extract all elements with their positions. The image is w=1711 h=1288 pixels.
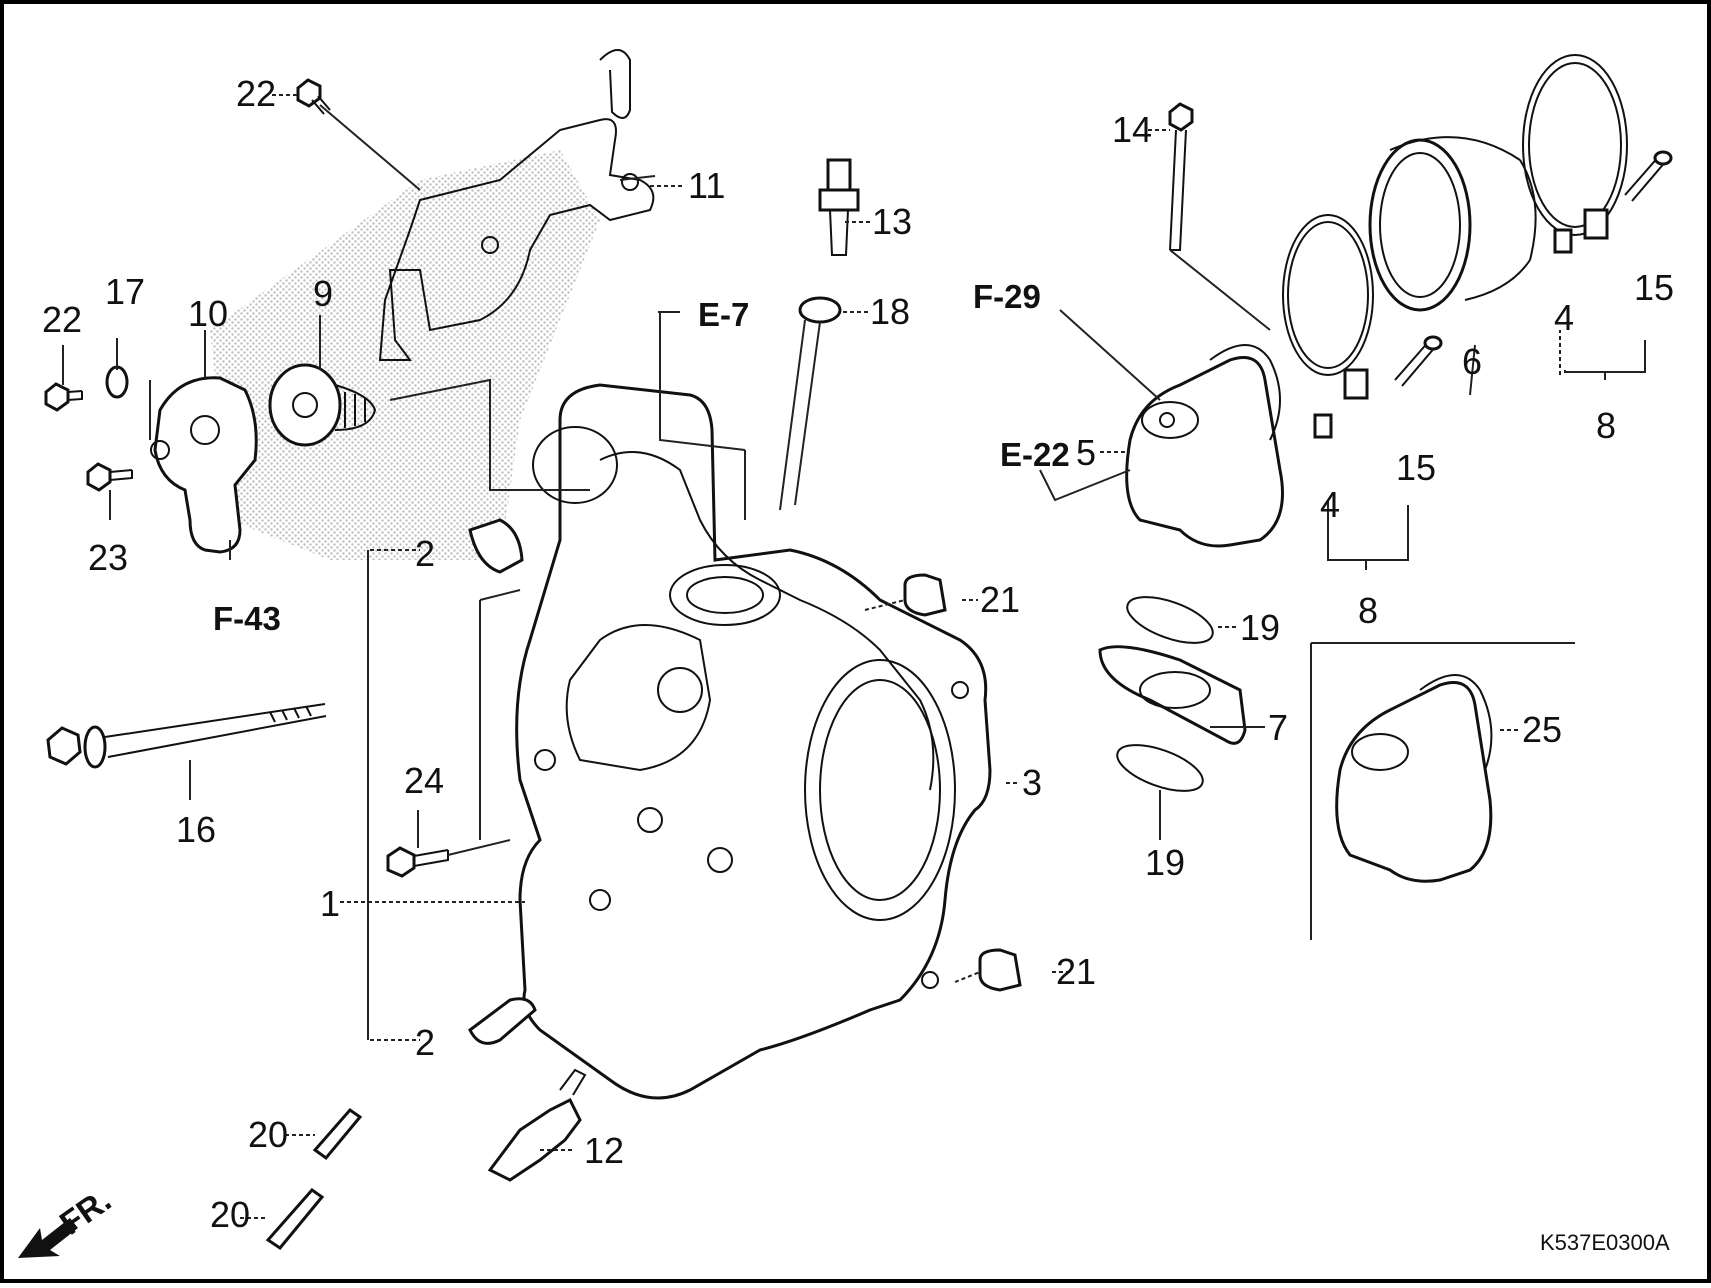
reference-numbers: 22 11 13 18 22 17 10 9 23 2 16 24 1 2 20… [42,73,1674,1235]
ref-2-lower: 2 [415,1022,435,1063]
ref-17: 17 [105,271,145,312]
callout-f43: F-43 [213,600,281,637]
stud-20-upper [312,1107,363,1161]
ref-15-right: 15 [1634,267,1674,308]
ref-25: 25 [1522,709,1562,750]
cylinder-head [515,383,992,1100]
clamp-screw-15-left [1394,335,1443,387]
thermostat-cover [150,376,258,554]
ref-23: 23 [88,537,128,578]
bolt-22-lower [44,382,83,412]
bolt-14 [1168,102,1194,251]
band-clamp-left [1282,214,1374,400]
ref-4-left: 4 [1320,484,1340,525]
inset-box [1310,642,1575,940]
callout-e22: E-22 [1000,436,1070,473]
collar-21-lower [978,948,1022,992]
ref-19-upper: 19 [1240,607,1280,648]
ref-4-right: 4 [1554,297,1574,338]
leader-lines [62,94,1646,1219]
o-ring-19-lower [1116,744,1204,792]
ref-5: 5 [1076,432,1096,473]
stud-20-lower [265,1188,325,1251]
ref-20-lower: 20 [210,1194,250,1235]
ref-2-upper: 2 [415,533,435,574]
ref-24: 24 [404,760,444,801]
section-callouts: F-29 E-22 E-7 F-43 [213,278,1070,637]
ref-3: 3 [1022,762,1042,803]
collar-21-upper [903,573,947,617]
ref-11: 11 [688,165,725,206]
clamp-nut-4-right [1553,228,1573,254]
bolt-24 [386,846,449,878]
intake-port [669,564,781,626]
o-ring-19-upper [1126,596,1214,644]
inlet-assembly-25 [1335,674,1493,883]
ref-10: 10 [188,293,228,334]
ref-22-upper: 22 [236,73,276,114]
thermostat [268,363,377,447]
clamp-screw-15-right [1624,150,1673,202]
cam-bore [657,667,703,713]
temp-sensor-13 [818,158,860,256]
ref-19-lower: 19 [1145,842,1185,883]
ref-13: 13 [872,201,912,242]
hose-bracket [378,49,655,361]
drawing-code: K537E0300A [1540,1230,1670,1255]
ref-8-left: 8 [1358,590,1378,631]
ref-1: 1 [320,883,340,924]
ref-15-left: 15 [1396,447,1436,488]
band-clamp-right [1522,54,1628,240]
inlet-pipe [1125,344,1284,548]
ref-8-right: 8 [1596,405,1616,446]
clamp-nut-4-left [1313,413,1333,439]
ref-18: 18 [870,291,910,332]
front-arrow-icon [18,1218,78,1258]
ref-20-upper: 20 [248,1114,288,1155]
bolt-23 [86,462,133,492]
bolt-16 [46,703,327,769]
washer-18 [798,296,842,324]
callout-f29: F-29 [973,278,1041,315]
spark-plug-12 [487,1068,587,1182]
combustion-chamber [804,659,956,921]
dowel-pin-2-lower [468,997,537,1045]
shaded-hose-area [210,150,600,560]
ref-16: 16 [176,809,216,850]
ref-22-lower: 22 [42,299,82,340]
ref-7: 7 [1268,707,1288,748]
dowel-pin-2-upper [468,518,524,574]
ref-21-upper: 21 [980,579,1020,620]
ref-6: 6 [1462,341,1482,382]
port-opening [532,426,618,504]
ref-12: 12 [584,1130,624,1171]
bolt-22-upper [296,78,331,115]
connecting-tube [1368,136,1537,312]
ref-14: 14 [1112,109,1152,150]
ref-21-lower: 21 [1056,951,1096,992]
ref-9: 9 [313,273,333,314]
washer-17 [105,365,129,399]
insulator-7 [1098,645,1247,745]
callout-e7: E-7 [698,296,749,333]
